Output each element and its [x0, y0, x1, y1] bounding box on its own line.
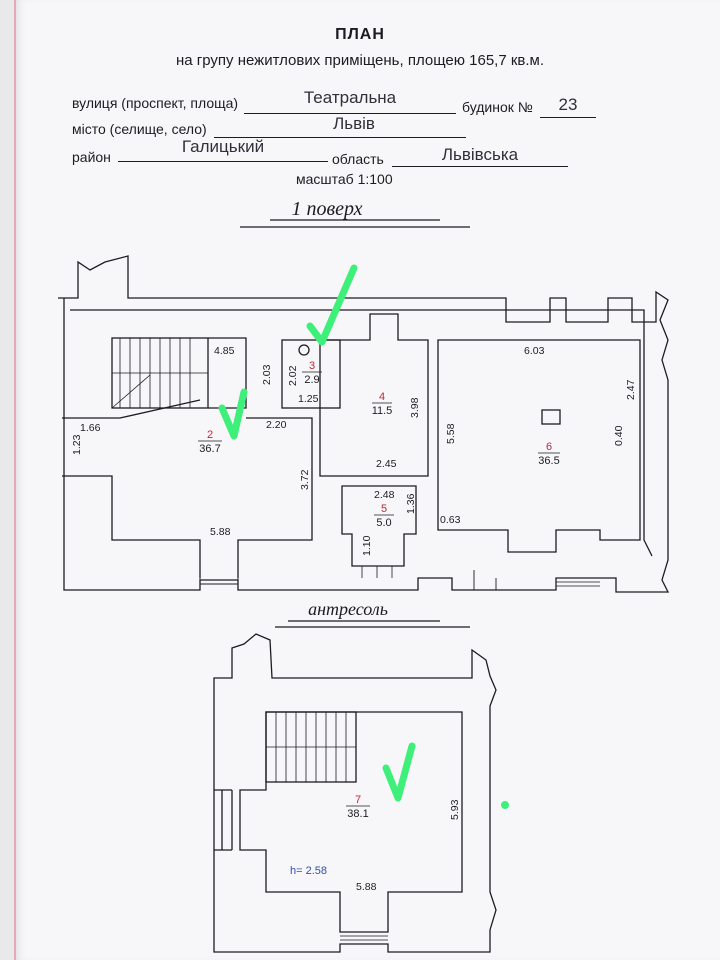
district-value: Галицький [181, 137, 265, 156]
dim-label: 5.58 [445, 423, 457, 444]
street-value: Театральна [303, 88, 397, 107]
dim-label: 0.63 [440, 514, 461, 526]
stair-steps [111, 338, 208, 409]
street-line [244, 113, 456, 114]
dim-label: 2.45 [376, 458, 397, 470]
room2-number: 2 [207, 429, 213, 441]
mezzanine-stair-steps [266, 712, 356, 782]
room3-number: 3 [309, 360, 315, 372]
checkmark-icon [218, 388, 248, 440]
doc-title: ПЛАН [335, 26, 385, 43]
room4-number: 4 [379, 391, 385, 403]
dim-label: 2.47 [625, 379, 637, 400]
toilet-icon [298, 344, 310, 356]
floor1-outer-wall [58, 255, 670, 593]
room6-walls [437, 339, 641, 553]
room7-walls [239, 711, 463, 933]
checkmark-icon [306, 264, 358, 346]
room7-number: 7 [355, 794, 361, 806]
dim-label: 5.88 [356, 881, 377, 893]
floor1-inner-wall [70, 309, 653, 557]
checkmark-icon [382, 742, 416, 802]
dim-label: 4.85 [214, 345, 235, 357]
dim-label: 6.03 [524, 345, 545, 357]
room2-walls [62, 337, 313, 578]
street-label: вулиця (проспект, площа) [72, 95, 239, 111]
dim-label: 2.03 [261, 364, 273, 385]
dim-label: 2.48 [374, 489, 395, 501]
green-dot-mark [501, 801, 509, 809]
room4-walls [319, 313, 429, 477]
floor1-door-room5 [361, 566, 393, 578]
mezzanine-height: h= 2.58 [290, 865, 327, 877]
dim-label: 0.40 [613, 425, 625, 446]
room6-column [541, 409, 561, 425]
room4-area: 11.5 [372, 405, 393, 417]
room5-number: 5 [381, 503, 387, 515]
floor1-door-right [556, 577, 600, 587]
building-line [540, 117, 596, 118]
dim-label: 1.25 [298, 393, 319, 405]
mezzanine-window [214, 789, 233, 851]
floor1-door-left [199, 578, 239, 590]
dim-label: 3.72 [299, 469, 311, 490]
document-page [14, 0, 720, 960]
floor1-title: 1 поверх [291, 198, 363, 220]
room2-area: 36.7 [199, 443, 220, 455]
room5-area: 5.0 [376, 517, 391, 529]
dim-label: 2.20 [266, 419, 287, 431]
room3-walls [281, 339, 341, 409]
room6-area: 36.5 [538, 455, 559, 467]
city-value: Львів [333, 114, 375, 133]
doc-subtitle: на групу нежитлових приміщень, площею 16… [175, 52, 545, 69]
dim-label: 1.66 [80, 422, 101, 434]
region-line [392, 166, 568, 167]
room7-area: 38.1 [347, 808, 368, 820]
building-value: 23 [558, 95, 578, 114]
mezzanine-title: антресоль [308, 599, 388, 619]
scale-label: масштаб 1:100 [296, 171, 393, 187]
region-label: область [332, 151, 384, 167]
dim-label: 1.36 [405, 493, 417, 514]
region-value: Львівська [441, 145, 519, 164]
dim-label: 2.02 [287, 365, 299, 386]
building-label: будинок № [462, 99, 533, 115]
page-edge [14, 0, 16, 960]
room5-walls [341, 485, 417, 567]
mezzanine-door [340, 931, 388, 941]
dim-label: 5.93 [449, 799, 461, 820]
room6-number: 6 [546, 441, 552, 453]
dim-label: 1.23 [71, 434, 83, 455]
dim-label: 3.98 [409, 397, 421, 418]
dim-label: 1.10 [361, 535, 373, 556]
room3-area: 2.9 [304, 374, 319, 386]
floor1-door-mid [451, 570, 497, 590]
dim-label: 5.88 [210, 526, 231, 538]
city-line [214, 137, 466, 138]
district-label: район [72, 149, 111, 165]
mezzanine-outer-wall [213, 633, 497, 953]
city-label: місто (селище, село) [72, 121, 207, 137]
district-line [118, 161, 328, 162]
